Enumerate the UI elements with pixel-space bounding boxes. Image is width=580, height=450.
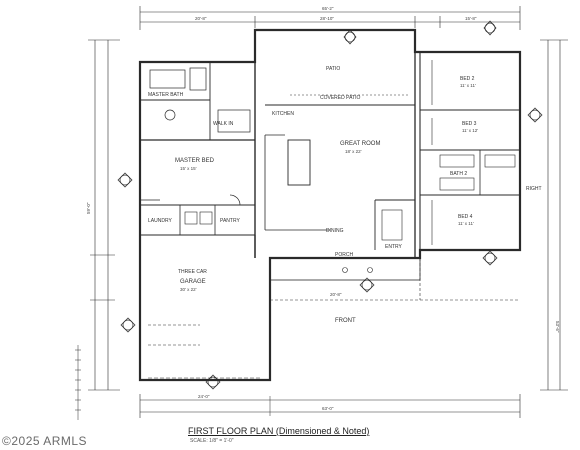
bed4-size: 11' x 11' (458, 221, 474, 226)
master-bed-size: 15' x 15' (180, 166, 197, 171)
kitchen-label: KITCHEN (272, 111, 294, 117)
walk-in-label: WALK IN (213, 121, 234, 127)
master-bath-label: MASTER BATH (148, 92, 184, 98)
covered-patio-label: COVERED PATIO (320, 95, 360, 101)
scale-note: SCALE: 1/8" = 1'-0" (190, 438, 234, 444)
master-bed-label: MASTER BED (175, 158, 215, 164)
bed2-label: BED 2 (460, 76, 475, 82)
great-room-size: 18' x 22' (345, 149, 362, 154)
bed3-label: BED 3 (462, 121, 477, 127)
left-segment-dim: 20'-8" (195, 16, 207, 21)
right-label: RIGHT (526, 186, 542, 192)
entry-label: ENTRY (385, 244, 403, 250)
front-label: FRONT (335, 318, 356, 324)
garage-size: 30' x 22' (180, 287, 197, 292)
great-room-label: GREAT ROOM (340, 141, 380, 147)
garage-note-label: THREE CAR (178, 269, 207, 275)
watermark: ©2025 ARMLS (2, 434, 88, 448)
mid-segment-dim: 28'-10" (320, 16, 334, 21)
bed2-size: 11' x 11' (460, 83, 476, 88)
plan-title: FIRST FLOOR PLAN (Dimensioned & Noted) (188, 426, 370, 436)
depth-right-dim: 53'-6" (555, 321, 560, 333)
patio-label: PATIO (326, 66, 340, 72)
bath2-label: BATH 2 (450, 171, 467, 177)
bed4-label: BED 4 (458, 214, 473, 220)
bed3-size: 11' x 12' (462, 128, 478, 133)
bottom-width-dim: 63'-0" (322, 406, 334, 411)
garage-label: GARAGE (180, 279, 206, 285)
overall-width-dim: 65'-2" (322, 6, 334, 11)
pantry-label: PANTRY (220, 218, 240, 224)
garage-width-dim: 24'-0" (198, 394, 210, 399)
depth-left-dim: 59'-0" (86, 202, 91, 214)
porch-label: PORCH (335, 252, 353, 258)
right-segment-dim: 15'-8" (465, 16, 477, 21)
laundry-label: LAUNDRY (148, 218, 172, 224)
dining-label: DINING (326, 228, 344, 234)
front-width-dim: 20'-8" (330, 292, 342, 297)
